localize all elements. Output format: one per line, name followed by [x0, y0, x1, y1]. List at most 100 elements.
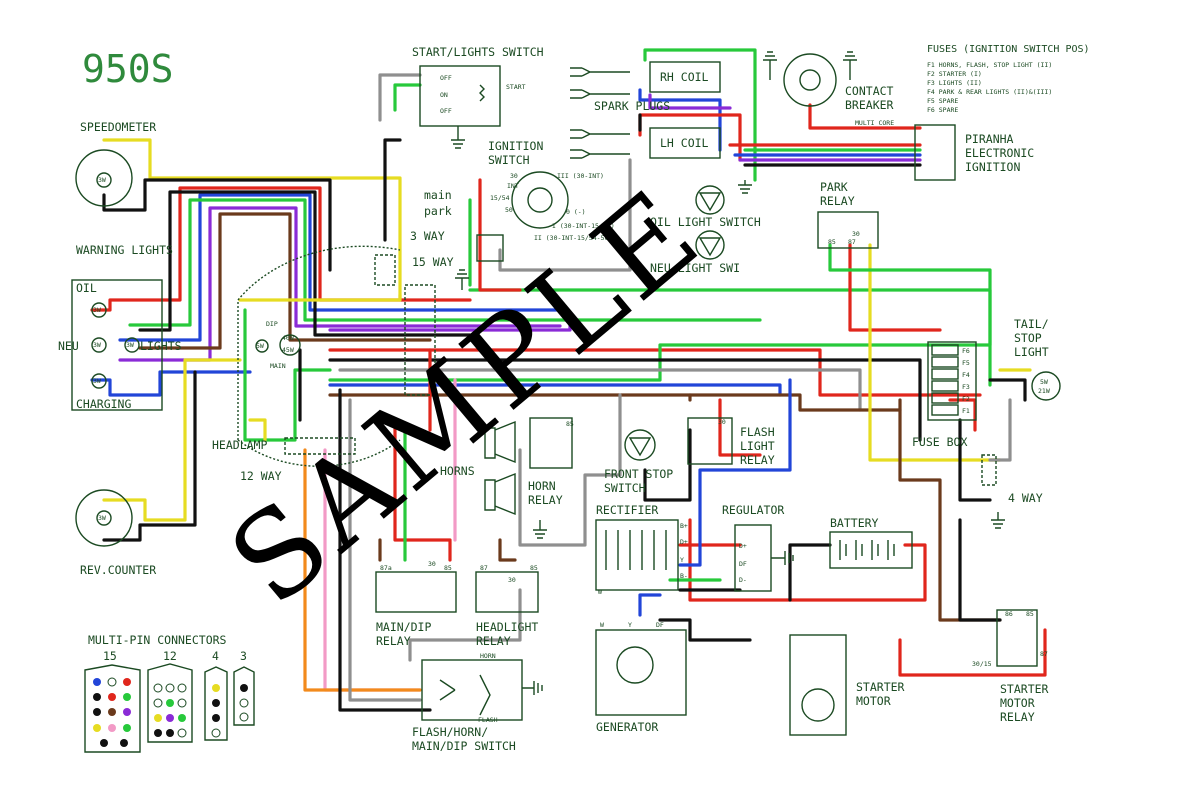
- oil-switch-icon: [695, 185, 725, 215]
- ignition-switch-label-1: IGNITION: [488, 139, 543, 153]
- tail-stop-light: TAIL/ STOP LIGHT 5W 21W 4 WAY: [981, 317, 1061, 529]
- main-dip-relay: 87a 30 85 MAIN/DIP RELAY: [375, 560, 457, 648]
- generator-label: GENERATOR: [596, 720, 658, 734]
- fuse-label: F4: [962, 371, 970, 379]
- flash-horn-switch-label-1: FLASH/HORN/: [412, 725, 488, 739]
- rev-counter-bulb-icon: [96, 510, 112, 526]
- rectifier-label: RECTIFIER: [596, 503, 658, 517]
- twelve-way-label: 12 WAY: [240, 469, 282, 483]
- rectifier-pin: B-: [680, 572, 688, 580]
- fuse-legend-heading: FUSES (IGNITION SWITCH POS): [927, 44, 1090, 55]
- ignition-key-icon: [527, 187, 553, 213]
- lh-coil: [649, 127, 721, 159]
- piranha-ignition-label-3: IGNITION: [965, 160, 1020, 174]
- headlamp-dip-label: DIP: [266, 320, 278, 328]
- headlight-relay-label-2: RELAY: [476, 634, 511, 648]
- battery-cells-icon: [839, 540, 895, 560]
- headlight-relay-pin: 30: [508, 576, 516, 584]
- park-relay-pin: 30: [852, 230, 860, 238]
- fuse-label: F5: [962, 359, 970, 367]
- fuse-label: F1: [962, 407, 970, 415]
- headlight-relay-label-1: HEADLIGHT: [476, 620, 538, 634]
- ignition-switch-dial: [511, 171, 569, 229]
- starter-motor-label-2: MOTOR: [856, 694, 891, 708]
- ignition-main-label: main: [424, 188, 452, 202]
- lh-coil-label: LH COIL: [660, 136, 709, 150]
- flash-horn-switch-label-2: MAIN/DIP SWITCH: [412, 739, 516, 753]
- contact-breaker: CONTACT BREAKER MULTI CORE: [763, 51, 894, 127]
- rectifier: RECTIFIER B+ D+ Y B- W: [595, 503, 688, 596]
- ground-icon: [843, 51, 857, 80]
- regulator-pin: D+: [739, 542, 747, 550]
- park-relay-pin: 87: [848, 238, 856, 246]
- wires: [90, 48, 1047, 712]
- flash-relay-label-3: RELAY: [740, 453, 775, 467]
- flash-relay-label-1: FLASH: [740, 425, 775, 439]
- park-relay-pin: 85: [828, 238, 836, 246]
- ign-terminal-int: INT: [507, 182, 519, 190]
- main-dip-relay-label-1: MAIN/DIP: [376, 620, 431, 634]
- connector-12-pin: [147, 663, 193, 743]
- horn-icon: [484, 472, 516, 516]
- flash-relay-label-2: LIGHT: [740, 439, 775, 453]
- generator-pin: Y: [628, 621, 632, 629]
- tail-light-label-1: TAIL/: [1014, 317, 1049, 331]
- connector-4-pins: [211, 684, 221, 738]
- connector-3-pins: [239, 684, 249, 722]
- fuse-legend-item: F6 SPARE: [927, 106, 958, 114]
- ignition-switch: IGNITION SWITCH 30 INT 15/54 50 III (30-…: [424, 139, 615, 262]
- front-stop-switch-icon: [624, 429, 656, 461]
- speedometer-label: SPEEDOMETER: [80, 120, 156, 134]
- ign-pos-0: 0 (-): [566, 208, 586, 216]
- piranha-ignition-label: PIRANHA: [965, 132, 1014, 146]
- fuse-slots: F6 F5 F4 F3 F2 F1: [931, 344, 970, 416]
- warning-lights-text: LIGHTS: [140, 339, 182, 353]
- headlight-relay-body: [475, 571, 539, 613]
- flash-horn-switch: HORN FLASH FLASH/HORN/ MAIN/DIP SWITCH: [412, 652, 543, 753]
- contact-breaker-label-line1: CONTACT: [845, 84, 894, 98]
- ign-terminal-50: 50: [505, 206, 513, 214]
- fuse-box: F6 F5 F4 F3 F2 F1 FUSE BOX: [912, 341, 977, 449]
- main-dip-pin: 30: [428, 560, 436, 568]
- generator-stator-icon: [616, 646, 654, 684]
- piranha-ignition-label-2: ELECTRONIC: [965, 146, 1034, 160]
- horn-relay-body: [529, 417, 573, 469]
- front-stop-switch: FRONT STOP SWITCH: [604, 429, 673, 495]
- flash-relay-pin: 30: [718, 418, 726, 426]
- switch-horn-label: HORN: [480, 652, 496, 660]
- warning-neu-label: NEU: [58, 339, 79, 353]
- horn-relay-label-1: HORN: [528, 479, 556, 493]
- headlamp: 40W 45W 5W DIP MAIN HEADLAMP 12 WAY: [212, 245, 401, 483]
- twelve-way-connector: [284, 437, 356, 455]
- ignition-connector: [476, 234, 504, 262]
- horn-icon: [484, 420, 516, 464]
- fuse-box-body: [927, 341, 977, 421]
- neu-bulb-rating: 3W: [93, 341, 101, 349]
- warning-lights-panel: [71, 279, 163, 411]
- rev-counter-label: REV.COUNTER: [80, 563, 156, 577]
- fuse-legend-item: F2 STARTER (I): [927, 70, 982, 78]
- switch-coil-icon: [479, 84, 485, 102]
- fuse-legend-item: F1 HORNS, FLASH, STOP LIGHT (II): [927, 61, 1052, 69]
- starter-motor-label-1: STARTER: [856, 680, 905, 694]
- warning-lights-label: WARNING LIGHTS: [76, 243, 173, 257]
- oil-light-switch-label: OIL LIGHT SWITCH: [650, 215, 761, 229]
- rev-counter-bulb-rating: 3W: [98, 514, 106, 522]
- pilot-bulb-rating: 5W: [256, 342, 264, 350]
- generator: GENERATOR W Y DF: [595, 621, 687, 734]
- headlight-relay: 87 30 85 HEADLIGHT RELAY: [475, 564, 539, 648]
- start-lights-switch: START/LIGHTS SWITCH OFF ON OFF START: [412, 45, 544, 149]
- connector-size-label: 3: [240, 649, 247, 663]
- fuse-legend-item: F3 LIGHTS (II): [927, 79, 982, 87]
- main-dip-relay-body: [375, 571, 457, 613]
- front-stop-label-1: FRONT STOP: [604, 467, 673, 481]
- speedometer-bulb-rating: 3W: [98, 176, 106, 184]
- regulator-label: REGULATOR: [722, 503, 784, 517]
- ground-icon: [455, 269, 469, 290]
- connector-size-label: 12: [163, 649, 177, 663]
- horn-relay-pin: 85: [566, 420, 574, 428]
- rev-counter-gauge: [75, 489, 133, 547]
- fuse-legend-item: F5 SPARE: [927, 97, 958, 105]
- oil-bulb-icon: [91, 302, 107, 318]
- ign-terminal-1554: 15/54: [490, 194, 510, 202]
